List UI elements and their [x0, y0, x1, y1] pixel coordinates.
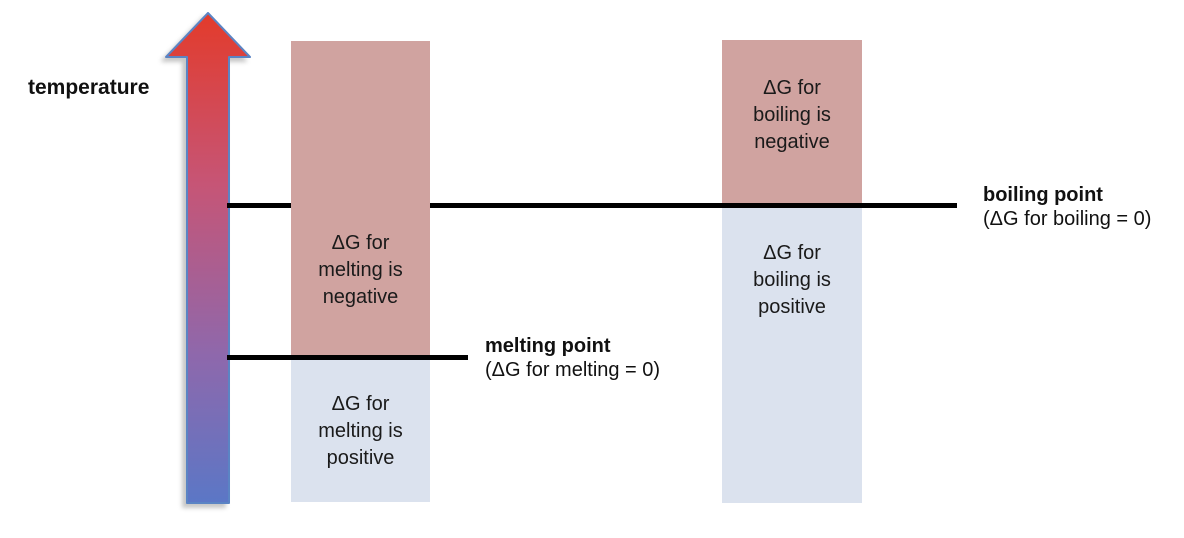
melting-bar: [291, 41, 430, 502]
boiling-point-subtitle: (ΔG for boiling = 0): [983, 208, 1152, 230]
caption-line: negative: [322, 286, 399, 308]
melting-point-subtitle: (ΔG for melting = 0): [485, 359, 661, 381]
melting-positive-caption: ΔG for melting is positive: [291, 391, 430, 472]
caption-line: ΔG for: [763, 77, 821, 99]
boiling-negative-caption: ΔG for boiling is negative: [722, 75, 862, 156]
melting-negative-region: [291, 41, 430, 356]
caption-line: boiling is: [753, 269, 831, 291]
boiling-negative-region: [722, 40, 862, 207]
caption-line: ΔG for: [331, 393, 390, 415]
caption-line: boiling is: [753, 104, 831, 126]
caption-line: positive: [326, 447, 395, 469]
melting-point-title: melting point: [485, 335, 611, 357]
caption-line: ΔG for: [331, 232, 390, 254]
temperature-arrow-icon: [165, 12, 251, 504]
boiling-positive-region: [722, 207, 862, 503]
caption-line: positive: [758, 296, 826, 318]
boiling-positive-caption: ΔG for boiling is positive: [722, 240, 862, 321]
boiling-bar: [722, 40, 862, 503]
caption-line: ΔG for: [763, 242, 821, 264]
boiling-point-label: boiling point (ΔG for boiling = 0): [983, 183, 1151, 231]
temperature-axis-label: temperature: [28, 76, 150, 99]
boiling-point-title: boiling point: [983, 184, 1103, 206]
melting-positive-region: [291, 356, 430, 502]
boiling-point-line: [227, 203, 957, 208]
caption-line: melting is: [318, 259, 403, 281]
up-arrow-shape: [165, 12, 251, 504]
melting-point-label: melting point (ΔG for melting = 0): [485, 334, 660, 382]
caption-line: negative: [754, 131, 830, 153]
melting-point-line: [227, 355, 468, 360]
melting-negative-caption: ΔG for melting is negative: [291, 230, 430, 311]
caption-line: melting is: [318, 420, 403, 442]
